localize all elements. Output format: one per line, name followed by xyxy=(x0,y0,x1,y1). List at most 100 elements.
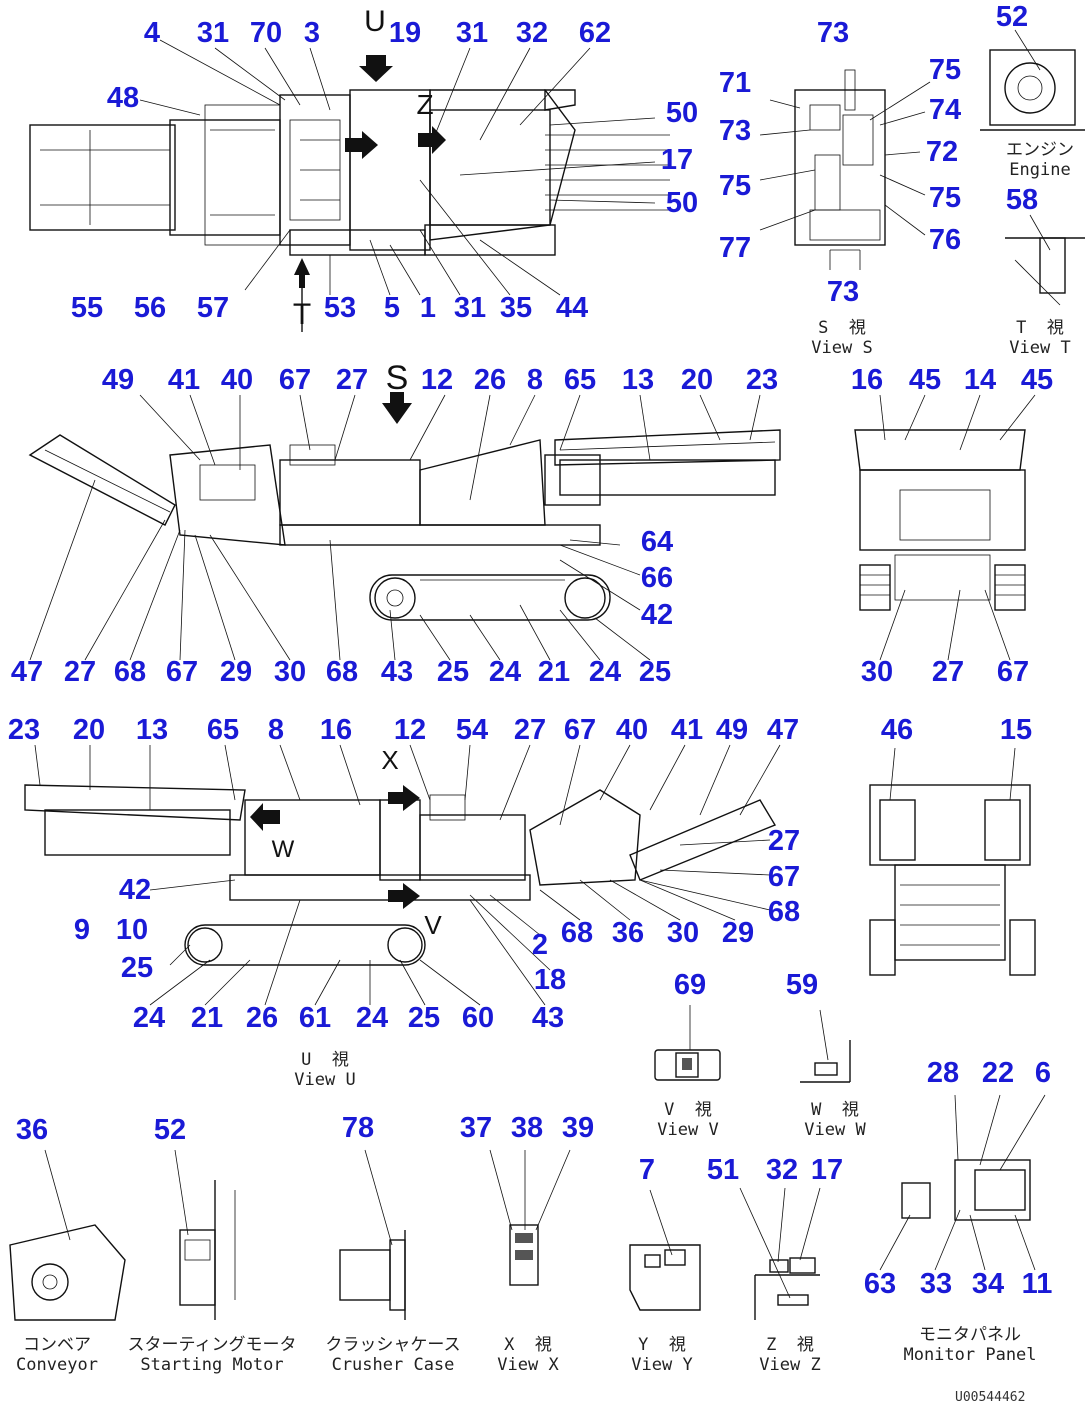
callout-rear-view-27: 27 xyxy=(931,656,965,688)
callout-side-left-12: 12 xyxy=(420,364,454,396)
callout-side-right-24: 24 xyxy=(355,1002,389,1034)
callout-view-z-17: 17 xyxy=(810,1154,844,1186)
callout-view-z-32: 32 xyxy=(765,1154,799,1186)
callout-top-left-35: 35 xyxy=(499,292,533,324)
callout-side-right-21: 21 xyxy=(190,1002,224,1034)
callout-top-left-62: 62 xyxy=(578,17,612,49)
side-left-leaders xyxy=(29,394,761,661)
callout-top-left-4: 4 xyxy=(143,17,161,49)
callout-rear-view-16: 16 xyxy=(850,364,884,396)
callout-rear-view-67: 67 xyxy=(996,656,1030,688)
callout-side-left-13: 13 xyxy=(621,364,655,396)
callout-side-right-25: 25 xyxy=(120,952,154,984)
callout-side-right-60: 60 xyxy=(461,1002,495,1034)
callout-side-right-68: 68 xyxy=(560,917,594,949)
callout-side-left-64: 64 xyxy=(640,526,674,558)
callout-top-left-31: 31 xyxy=(453,292,487,324)
callout-top-left-3: 3 xyxy=(303,17,321,49)
view-v-w-drawing xyxy=(654,1005,851,1083)
callout-side-left-65: 65 xyxy=(563,364,597,396)
callout-monitor-34: 34 xyxy=(971,1268,1005,1300)
callout-monitor-22: 22 xyxy=(981,1057,1015,1089)
callout-side-right-13: 13 xyxy=(135,714,169,746)
callout-side-right-40: 40 xyxy=(615,714,649,746)
callout-side-left-21: 21 xyxy=(537,656,571,688)
view-letter-u: U xyxy=(364,5,386,38)
callout-view-s-72: 72 xyxy=(925,136,959,168)
view-y-drawing xyxy=(629,1189,701,1311)
callout-side-right-54: 54 xyxy=(455,714,489,746)
callout-view-s-76: 76 xyxy=(928,224,962,256)
callout-side-right-36: 36 xyxy=(611,917,645,949)
callout-view-z-51: 51 xyxy=(706,1154,740,1186)
view-letter-s: S xyxy=(385,359,409,397)
callout-view-s-75: 75 xyxy=(928,182,962,214)
callout-side-left-66: 66 xyxy=(640,562,674,594)
callout-side-left-40: 40 xyxy=(220,364,254,396)
callout-side-left-41: 41 xyxy=(167,364,201,396)
crusher-case-drawing xyxy=(339,1149,406,1320)
view-s-drawing xyxy=(759,69,931,270)
callout-side-right-27: 27 xyxy=(767,825,801,857)
caption-view-s: S 視 View S xyxy=(811,318,873,358)
callout-side-right-18: 18 xyxy=(533,964,567,996)
callout-side-left-25: 25 xyxy=(436,656,470,688)
callout-rear-view-45: 45 xyxy=(1020,364,1054,396)
callout-top-left-48: 48 xyxy=(106,82,140,114)
monitor-panel-drawing xyxy=(879,1094,1046,1271)
callout-side-left-43: 43 xyxy=(380,656,414,688)
caption-view-x: X 視 View X xyxy=(497,1335,559,1375)
callout-monitor-11: 11 xyxy=(1021,1268,1053,1300)
callout-view-x-37: 37 xyxy=(459,1112,493,1144)
callout-top-left-31: 31 xyxy=(455,17,489,49)
caption-crusher-case: クラッシャケース Crusher Case xyxy=(325,1335,461,1375)
callout-view-x-38: 38 xyxy=(510,1112,544,1144)
callout-top-left-5: 5 xyxy=(383,292,401,324)
callout-view-s-73: 73 xyxy=(816,17,850,49)
rear-view-drawing xyxy=(854,394,1036,661)
view-letter-x: X xyxy=(381,745,399,775)
callout-rear-view-30: 30 xyxy=(860,656,894,688)
callout-side-left-67: 67 xyxy=(278,364,312,396)
callout-side-right-61: 61 xyxy=(298,1002,332,1034)
conveyor-drawing xyxy=(9,1149,126,1321)
callout-view-s-73: 73 xyxy=(826,276,860,308)
callout-view-s-75: 75 xyxy=(928,54,962,86)
callout-side-left-42: 42 xyxy=(640,599,674,631)
callout-side-right-16: 16 xyxy=(319,714,353,746)
callout-crusher-case-78: 78 xyxy=(341,1112,375,1144)
callout-top-left-19: 19 xyxy=(388,17,422,49)
callout-side-left-27: 27 xyxy=(335,364,369,396)
callout-side-right-30: 30 xyxy=(666,917,700,949)
callout-side-left-29: 29 xyxy=(219,656,253,688)
caption-view-z: Z 視 View Z xyxy=(759,1335,821,1375)
callout-side-left-20: 20 xyxy=(680,364,714,396)
callout-view-y-7: 7 xyxy=(638,1154,656,1186)
side-view-right xyxy=(24,784,777,966)
callout-side-left-8: 8 xyxy=(526,364,544,396)
callout-side-right-26: 26 xyxy=(245,1002,279,1034)
callout-side-right-12: 12 xyxy=(393,714,427,746)
callout-side-left-68: 68 xyxy=(113,656,147,688)
caption-starting-motor: スターティングモータ Starting Motor xyxy=(127,1335,297,1375)
callout-side-left-24: 24 xyxy=(488,656,522,688)
caption-view-v: V 視 View V xyxy=(657,1100,719,1140)
callout-side-right-25: 25 xyxy=(407,1002,441,1034)
callout-monitor-6: 6 xyxy=(1034,1057,1052,1089)
callout-side-right-68: 68 xyxy=(767,896,801,928)
callout-side-left-27: 27 xyxy=(63,656,97,688)
callout-top-left-53: 53 xyxy=(323,292,357,324)
callout-top-left-17: 17 xyxy=(660,144,694,176)
view-x-drawing xyxy=(489,1149,571,1286)
callout-side-right-29: 29 xyxy=(721,917,755,949)
callout-side-left-30: 30 xyxy=(273,656,307,688)
callout-side-right-23: 23 xyxy=(7,714,41,746)
callout-view-v-69: 69 xyxy=(673,969,707,1001)
front-view-drawing xyxy=(869,747,1036,976)
caption-monitor-panel: モニタパネル Monitor Panel xyxy=(903,1325,1037,1365)
callout-side-right-9: 9 xyxy=(73,914,91,946)
callout-side-left-67: 67 xyxy=(165,656,199,688)
callout-view-w-59: 59 xyxy=(785,969,819,1001)
callout-side-right-41: 41 xyxy=(670,714,704,746)
